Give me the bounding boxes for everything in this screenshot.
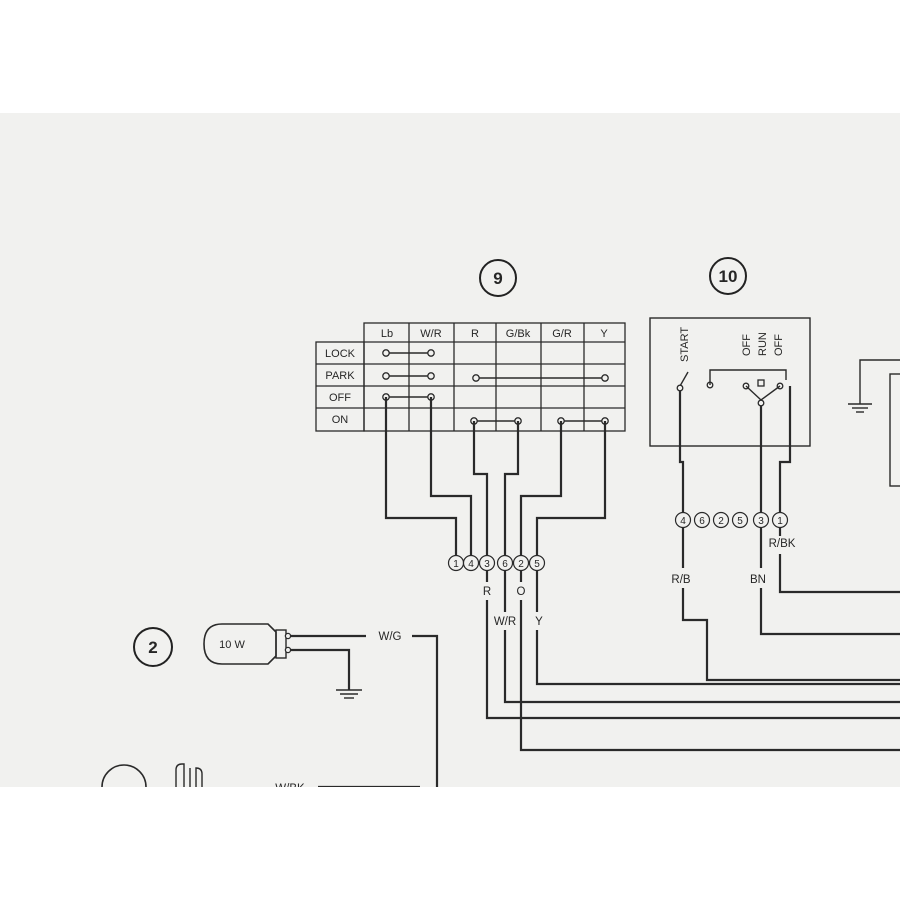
switch10-position-start: START	[679, 327, 691, 362]
wire-label-bn: BN	[750, 574, 766, 586]
connector9-pin-5: 5	[534, 559, 540, 570]
row-header-lock: LOCK	[325, 348, 356, 360]
callout-2-circle	[133, 627, 173, 667]
connector10-pin-2: 2	[718, 516, 724, 527]
wire-label-rbk: R/BK	[769, 538, 796, 550]
wire-label-rb: R/B	[671, 574, 691, 586]
bottom-margin	[0, 787, 900, 900]
row-header-on: ON	[332, 414, 349, 426]
connector9-outgoing-wires	[485, 571, 900, 752]
connector9-pin-2: 2	[518, 559, 524, 570]
connector10-pin-4: 4	[680, 516, 686, 527]
callout-9-number: 9	[493, 269, 502, 288]
callout-10-circle	[709, 257, 747, 295]
connector9-pin-6: 6	[502, 559, 508, 570]
wire-label-wr: W/R	[494, 616, 516, 628]
callout-9-circle	[479, 259, 517, 297]
partial-component-right	[889, 373, 900, 487]
connector9-pin-1: 1	[453, 559, 459, 570]
lamp-wiring	[290, 634, 439, 787]
col-header-wr: W/R	[420, 328, 441, 340]
wire-label-r: R	[483, 586, 491, 598]
paper-sheet	[0, 113, 900, 787]
col-header-gbk: G/Bk	[506, 328, 531, 340]
col-header-y: Y	[600, 328, 608, 340]
connector10-pin-5: 5	[737, 516, 743, 527]
switch10-position-run: RUN	[757, 332, 769, 356]
switch10-position-off-1: OFF	[741, 334, 753, 356]
connector10-pin-1: 1	[777, 516, 783, 527]
wire-label-y: Y	[535, 616, 543, 628]
switch10-connector	[674, 511, 789, 529]
row-header-park: PARK	[325, 370, 355, 382]
col-header-gr: G/R	[552, 328, 572, 340]
connector10-outgoing-wires	[681, 528, 900, 682]
callout-2-number: 2	[148, 638, 157, 657]
connector9-pin-3: 3	[484, 559, 490, 570]
switch9-connector	[447, 554, 546, 572]
connector9-pin-4: 4	[468, 559, 474, 570]
lamp-bulb-icon	[203, 623, 292, 665]
connector10-pin-3: 3	[758, 516, 764, 527]
wire-label-o: O	[517, 586, 526, 598]
switch10-contacts	[676, 369, 787, 407]
switch9-wiring	[384, 397, 607, 555]
col-header-r: R	[471, 328, 479, 340]
ground-symbol-right	[848, 359, 900, 413]
partial-circle-bottom	[101, 764, 147, 788]
callout-10-number: 10	[719, 267, 738, 286]
switch10-wiring	[678, 386, 792, 512]
lamp-rating: 10 W	[219, 639, 245, 651]
switch10-position-off-2: OFF	[773, 334, 785, 356]
partial-connector-icon	[175, 763, 203, 787]
wire-label-wg: W/G	[379, 631, 402, 643]
switch9-table	[315, 322, 626, 432]
row-header-off: OFF	[329, 392, 351, 404]
connector10-pin-6: 6	[699, 516, 705, 527]
col-header-lb: Lb	[381, 328, 393, 340]
switch10-housing	[649, 317, 811, 447]
